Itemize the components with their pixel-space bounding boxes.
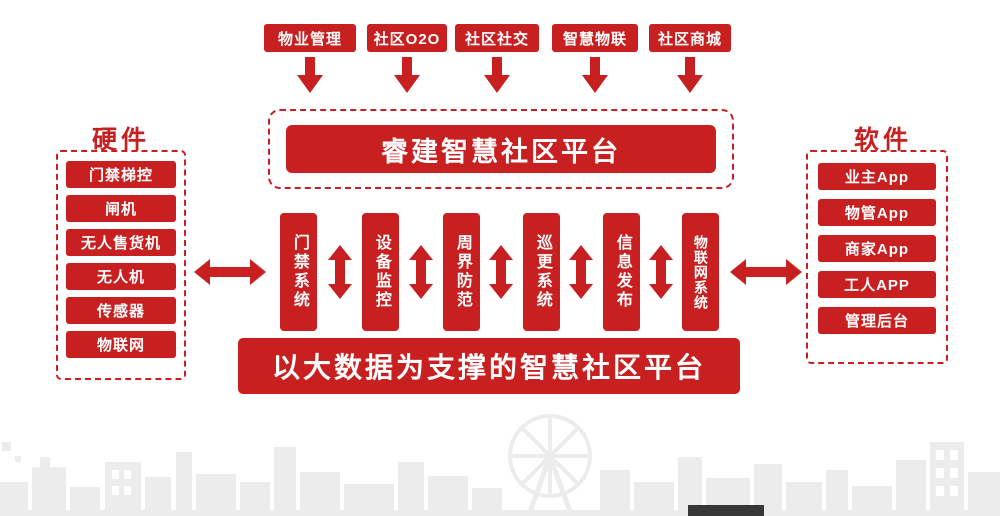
down-arrow-icon bbox=[582, 57, 608, 93]
software-item-merchant-app: 商家App bbox=[818, 235, 936, 262]
system-equipment-monitoring: 设备监控 bbox=[362, 213, 399, 331]
hardware-item-iot: 物联网 bbox=[66, 331, 176, 358]
software-item-property-app: 物管App bbox=[818, 199, 936, 226]
hardware-item-drone: 无人机 bbox=[66, 263, 176, 290]
cropped-watermark bbox=[688, 505, 764, 516]
system-patrol: 巡更系统 bbox=[523, 213, 560, 331]
top-module-property-management: 物业管理 bbox=[264, 24, 356, 52]
platform-title: 睿建智慧社区平台 bbox=[286, 125, 716, 173]
city-skyline bbox=[0, 414, 1000, 516]
hardware-panel: 门禁梯控 闸机 无人售货机 无人机 传感器 物联网 bbox=[56, 150, 186, 380]
top-module-community-mall: 社区商城 bbox=[649, 24, 731, 52]
double-arrow-horizontal-icon bbox=[730, 259, 802, 285]
double-arrow-vertical-icon bbox=[489, 245, 513, 299]
top-module-community-social: 社区社交 bbox=[455, 24, 539, 52]
hardware-header: 硬件 bbox=[92, 126, 151, 154]
top-module-smart-iot: 智慧物联 bbox=[552, 24, 638, 52]
system-info-publishing: 信息发布 bbox=[603, 213, 640, 331]
double-arrow-vertical-icon bbox=[569, 245, 593, 299]
software-header: 软件 bbox=[854, 126, 913, 154]
down-arrow-icon bbox=[484, 57, 510, 93]
system-access-control: 门禁系统 bbox=[280, 213, 317, 331]
down-arrow-icon bbox=[677, 57, 703, 93]
double-arrow-vertical-icon bbox=[649, 245, 673, 299]
double-arrow-vertical-icon bbox=[409, 245, 433, 299]
software-item-worker-app: 工人APP bbox=[818, 271, 936, 298]
software-item-owner-app: 业主App bbox=[818, 163, 936, 190]
system-perimeter-defense: 周界防范 bbox=[443, 213, 480, 331]
hardware-item-sensor: 传感器 bbox=[66, 297, 176, 324]
big-data-banner: 以大数据为支撑的智慧社区平台 bbox=[238, 338, 740, 394]
system-iot-network: 物联网系统 bbox=[682, 213, 719, 331]
hardware-item-turnstile: 闸机 bbox=[66, 195, 176, 222]
double-arrow-vertical-icon bbox=[328, 245, 352, 299]
ferris-wheel-icon bbox=[508, 414, 592, 513]
top-module-community-o2o: 社区O2O bbox=[367, 24, 447, 52]
hardware-item-access-elevator-control: 门禁梯控 bbox=[66, 161, 176, 188]
platform-frame: 睿建智慧社区平台 bbox=[268, 109, 734, 189]
hardware-item-vending-machine: 无人售货机 bbox=[66, 229, 176, 256]
down-arrow-icon bbox=[297, 57, 323, 93]
down-arrow-icon bbox=[394, 57, 420, 93]
software-panel: 业主App 物管App 商家App 工人APP 管理后台 bbox=[806, 150, 948, 364]
software-item-admin-backend: 管理后台 bbox=[818, 307, 936, 334]
double-arrow-horizontal-icon bbox=[194, 259, 266, 285]
